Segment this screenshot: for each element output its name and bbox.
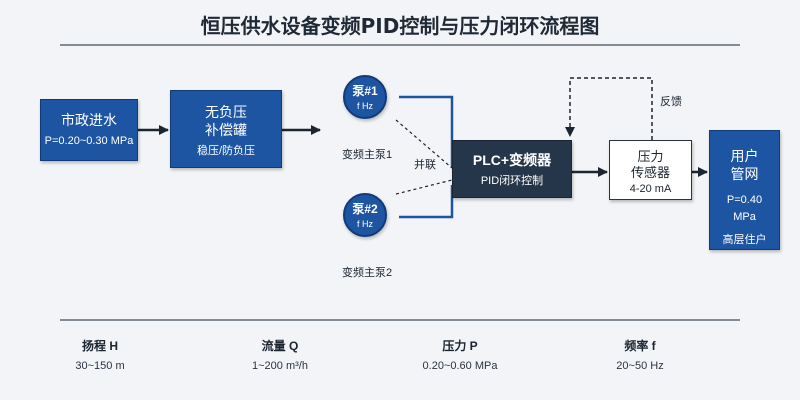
tank-line1: 无负压 [205,104,247,120]
pressure-sensor-box: 压力 传感器 4-20 mA [609,140,692,200]
param-pressure: 压力 P 0.20~0.60 MPa [380,338,540,374]
pump1-caption: 变频主泵1 [342,149,393,161]
param-flow-name: 流量 Q [261,339,299,353]
param-head: 扬程 H 30~150 m [20,338,180,374]
sensor-line2: 传感器 [630,165,670,180]
param-head-name: 扬程 H [81,339,118,353]
param-head-value: 30~150 m [75,360,125,372]
pump2-name: 泵#2 [352,202,378,216]
control-line-pump2 [395,179,453,195]
sensor-sub: 4-20 mA [629,183,672,195]
page-title: 恒压供水设备变频PID控制与压力闭环流程图 [200,14,600,38]
pump1-name: 泵#1 [352,84,378,98]
user-unit: MPa [733,211,756,223]
tank-line2: 补偿罐 [205,122,247,138]
pump1-circle: 泵#1 f Hz [343,75,387,119]
tank-sub: 稳压/防负压 [196,145,256,157]
user-line1: 用户 [730,148,759,164]
param-pressure-name: 压力 P [442,339,478,353]
control-line-pump1 [395,119,453,169]
user-line2: 管网 [730,166,759,182]
param-flow: 流量 Q 1~200 m³/h [200,338,360,374]
user-network-box: 用户 管网 P=0.40 MPa 高层住户 [709,130,780,250]
pump2-freq: f Hz [356,219,373,229]
param-frequency: 频率 f 20~50 Hz [560,338,720,374]
municipal-inlet-pressure: P=0.20~0.30 MPa [44,135,134,147]
pump2-caption: 变频主泵2 [342,267,393,279]
plc-title: PLC+变频器 [472,152,552,168]
pump2-circle: 泵#2 f Hz [343,193,387,237]
user-sub: 高层住户 [722,234,767,246]
municipal-inlet-title: 市政进水 [61,112,117,128]
plc-sub: PID闭环控制 [480,175,544,187]
plc-inverter-box: PLC+变频器 PID闭环控制 [452,140,572,198]
feedback-loop [565,77,653,140]
municipal-inlet-box: 市政进水 P=0.20~0.30 MPa [40,99,138,161]
param-frequency-value: 20~50 Hz [616,360,664,372]
pump2-pipe [399,185,454,219]
param-flow-value: 1~200 m³/h [252,360,308,372]
pump1-freq: f Hz [356,101,373,111]
compensation-tank-box: 无负压 补偿罐 稳压/防负压 [170,90,282,168]
parallel-label: 并联 [414,159,436,171]
sensor-line1: 压力 [637,149,664,164]
param-pressure-value: 0.20~0.60 MPa [422,360,498,372]
param-frequency-name: 频率 f [624,339,656,353]
user-pressure: P=0.40 [726,194,763,206]
feedback-label: 反馈 [660,96,682,108]
